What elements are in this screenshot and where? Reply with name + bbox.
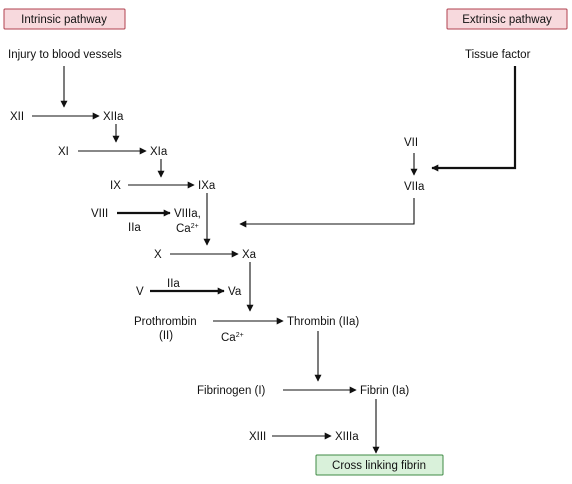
intrinsic-pathway-title: Intrinsic pathway bbox=[21, 14, 107, 26]
prothrombin-number: (II) bbox=[159, 330, 173, 342]
cross-linking-fibrin-label: Cross linking fibrin bbox=[332, 460, 426, 472]
factor-xiia: XIIa bbox=[103, 111, 124, 123]
calcium-label-1: Ca2+ bbox=[176, 223, 199, 235]
tissue-factor-label: Tissue factor bbox=[465, 49, 531, 61]
factor-xa: Xa bbox=[242, 249, 257, 261]
factor-viii: VIII bbox=[91, 208, 108, 220]
injury-label: Injury to blood vessels bbox=[8, 49, 122, 61]
factor-v: V bbox=[136, 286, 144, 298]
factor-vii: VII bbox=[404, 137, 418, 149]
prothrombin-label: Prothrombin bbox=[134, 316, 197, 328]
calcium-label-2: Ca2+ bbox=[221, 332, 244, 344]
fibrin-label: Fibrin (Ia) bbox=[360, 385, 409, 397]
factor-ix: IX bbox=[110, 180, 121, 192]
arrow-tissue-factor-to-viia bbox=[431, 66, 517, 172]
extrinsic-pathway-title: Extrinsic pathway bbox=[462, 14, 552, 26]
arrow-viia-to-x bbox=[239, 198, 415, 228]
factor-viiia: VIIIa, bbox=[174, 208, 201, 220]
factor-xiiia: XIIIa bbox=[335, 431, 359, 443]
factor-iia-cofactor-2: IIa bbox=[167, 278, 180, 290]
extrinsic-pathway-box bbox=[446, 8, 568, 30]
factor-viia: VIIa bbox=[404, 181, 425, 193]
factor-va: Va bbox=[228, 286, 242, 298]
thrombin-label: Thrombin (IIa) bbox=[287, 316, 359, 328]
factor-xi: XI bbox=[58, 146, 69, 158]
intrinsic-pathway-box bbox=[3, 8, 126, 30]
factor-xiii: XIII bbox=[249, 431, 266, 443]
factor-xii: XII bbox=[10, 111, 24, 123]
factor-ixa: IXa bbox=[198, 180, 216, 192]
factor-x: X bbox=[154, 249, 162, 261]
factor-xia: XIa bbox=[150, 146, 168, 158]
fibrinogen-label: Fibrinogen (I) bbox=[197, 385, 266, 397]
cross-linking-fibrin-box bbox=[315, 454, 444, 476]
factor-iia-cofactor-1: IIa bbox=[128, 222, 141, 234]
